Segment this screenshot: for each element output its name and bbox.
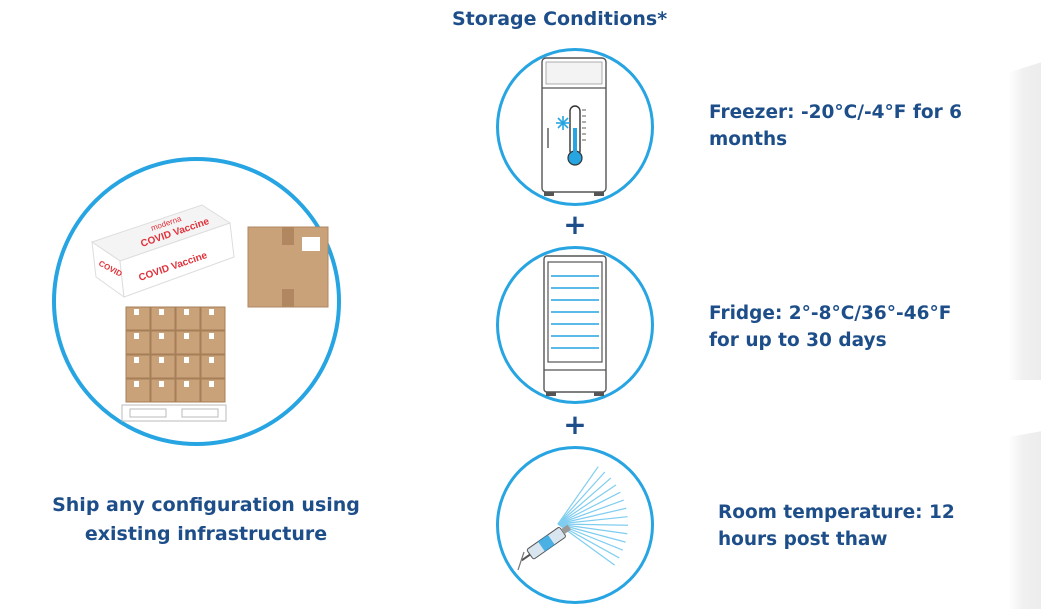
spray-ray [557, 499, 624, 525]
pallet-carton [125, 330, 151, 355]
shipping-illustration: moderna COVID Vaccine COVID Vaccine COVI… [90, 204, 329, 422]
freezer-condition-line1: Freezer: -20°C/-4°F for 6 [709, 102, 963, 123]
fridge-condition-label: Fridge: 2°-8°C/36°-46°F for up to 30 day… [709, 300, 1019, 354]
spray-ray [557, 507, 627, 525]
pallet-carton [175, 306, 201, 331]
pallet-carton [125, 378, 151, 403]
pallet-carton-label [209, 333, 214, 339]
shipping-caption-line2: existing infrastructure [84, 523, 328, 545]
syringe-icon [517, 466, 628, 571]
spray-ray [557, 477, 612, 525]
cardboard-box-icon [247, 226, 329, 308]
plus-connector: + [563, 408, 587, 441]
spray-ray [557, 523, 628, 535]
pallet-icon [121, 306, 227, 422]
pallet-carton-label [159, 333, 164, 339]
pallet-carton-label [184, 381, 189, 387]
pallet-carton [200, 306, 226, 331]
decorative-panel [1008, 430, 1041, 609]
pallet-carton-label [134, 357, 139, 363]
spray-ray [557, 523, 628, 526]
spray-ray [557, 484, 617, 525]
pallet-carton [150, 354, 176, 379]
pallet-carton [150, 306, 176, 331]
pallet-carton-label [134, 381, 139, 387]
pallet-carton [125, 306, 151, 331]
shipping-caption: Ship any configuration using existing in… [20, 491, 392, 549]
spray-ray [557, 466, 599, 525]
freezer-condition-line2: months [709, 129, 788, 150]
room-temp-condition-line2: hours post thaw [718, 529, 888, 550]
fridge-icon [543, 255, 607, 396]
spray-ray [557, 471, 606, 525]
pallet-carton [150, 330, 176, 355]
vaccine-box-icon: moderna COVID Vaccine COVID Vaccine COVI… [90, 204, 235, 299]
room-temp-circle [496, 446, 654, 604]
freezer-icon [541, 57, 607, 196]
freezer-circle [496, 48, 654, 206]
fridge-condition-line2: for up to 30 days [709, 330, 887, 351]
pallet-carton [175, 330, 201, 355]
pallet-carton-label [134, 333, 139, 339]
fridge-condition-line1: Fridge: 2°-8°C/36°-46°F [709, 303, 952, 324]
pallet-carton [175, 354, 201, 379]
snowflake-icon [556, 116, 570, 130]
pallet-carton [125, 354, 151, 379]
pallet-carton-label [184, 309, 189, 315]
room-temp-condition-line1: Room temperature: 12 [718, 502, 955, 523]
plus-connector: + [563, 208, 587, 241]
pallet-carton-label [159, 357, 164, 363]
pallet-carton [200, 378, 226, 403]
pallet-carton-label [209, 381, 214, 387]
room-temp-condition-label: Room temperature: 12 hours post thaw [718, 499, 1018, 553]
freezer-condition-label: Freezer: -20°C/-4°F for 6 months [709, 99, 1019, 153]
pallet-carton-label [209, 357, 214, 363]
pallet-carton-label [134, 309, 139, 315]
pallet-carton-label [159, 309, 164, 315]
shipping-caption-line1: Ship any configuration using [52, 494, 360, 516]
pallet-carton-label [184, 357, 189, 363]
pallet-carton [175, 378, 201, 403]
pallet-carton [150, 378, 176, 403]
spray-ray [557, 516, 628, 525]
spray-ray [557, 491, 621, 525]
pallet-carton [200, 330, 226, 355]
page-title: Storage Conditions* [452, 8, 668, 30]
pallet-carton-label [159, 381, 164, 387]
fridge-circle [496, 246, 654, 404]
pallet-carton-label [184, 333, 189, 339]
spray-ray [557, 523, 626, 543]
decorative-panel [1008, 60, 1041, 380]
pallet-carton-label [209, 309, 214, 315]
shipping-circle [52, 157, 341, 446]
pallet-carton [200, 354, 226, 379]
